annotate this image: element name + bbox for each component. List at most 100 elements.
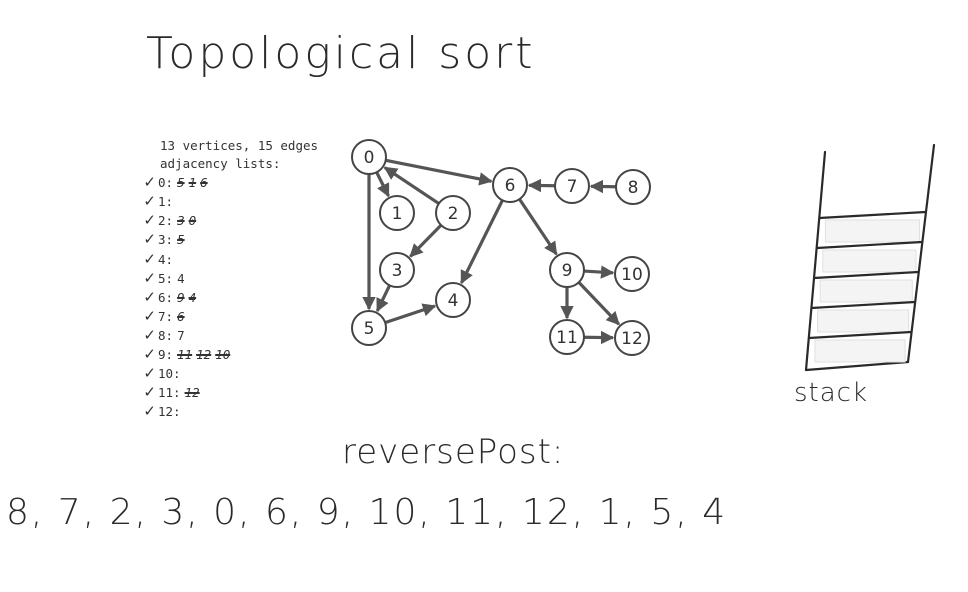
check-mark-icon: ✓ — [143, 268, 156, 287]
adjacency-entry-struck: 1 — [188, 175, 197, 191]
adjacency-row: ✓3:5 — [136, 230, 318, 249]
graph-node-circle — [549, 252, 585, 288]
graph-edge — [375, 171, 390, 198]
graph-node-circle — [379, 195, 415, 231]
graph-node-circle — [492, 167, 528, 203]
graph-node-circle — [614, 256, 650, 292]
adjacency-vertex-label: 9: — [158, 347, 174, 363]
adjacency-entry: 7 — [177, 327, 185, 343]
graph-node: 4 — [435, 282, 471, 318]
check-mark-icon: ✓ — [143, 192, 156, 211]
adjacency-entry-struck: 5 — [177, 232, 185, 248]
check-mark-icon: ✓ — [143, 173, 156, 192]
graph-node-label: 1 — [392, 204, 403, 224]
graph-node-circle — [614, 320, 650, 356]
adjacency-row: ✓5:4 — [136, 269, 318, 288]
adjacency-entry: 4 — [177, 270, 185, 286]
adjacency-row: ✓7:6 — [136, 307, 318, 326]
stack-slot-erased — [822, 249, 917, 273]
check-mark-icon: ✓ — [143, 230, 156, 249]
graph-node: 5 — [351, 310, 387, 346]
graph-node: 6 — [492, 167, 528, 203]
stack-slot-divider — [818, 210, 927, 220]
graph-node-circle — [549, 319, 585, 355]
stack-slot-erased — [819, 279, 913, 303]
graph-node: 0 — [351, 139, 387, 175]
adjacency-header-title: adjacency lists: — [160, 156, 281, 172]
adjacency-entry-struck: 10 — [215, 347, 231, 363]
graph-edges — [362, 158, 621, 345]
stack-slot-divider — [807, 330, 913, 340]
stack-slot-divider — [813, 270, 920, 280]
graph-node-label: 0 — [364, 148, 375, 168]
adjacency-vertex-label: 11: — [158, 385, 181, 401]
graph-node: 8 — [615, 169, 651, 205]
adjacency-entry-struck: 5 — [177, 175, 185, 191]
stack-left-wall — [804, 150, 827, 372]
graph-node: 2 — [435, 195, 471, 231]
graph-node-label: 4 — [448, 291, 459, 311]
reverse-post-sequence: 8, 7, 2, 3, 0, 6, 9, 10, 11, 12, 1, 5, 4 — [6, 492, 728, 533]
check-mark-icon: ✓ — [143, 364, 156, 383]
graph-node-circle — [435, 282, 471, 318]
check-mark-icon: ✓ — [143, 287, 156, 306]
graph-node-label: 3 — [392, 261, 403, 281]
stack-bottom — [804, 360, 910, 372]
graph-node-label: 8 — [628, 178, 639, 198]
graph-node-label: 10 — [621, 265, 643, 285]
graph-node-circle — [351, 310, 387, 346]
stack-slot-erased — [814, 339, 906, 363]
graph-node-circle — [615, 169, 651, 205]
graph-node-circle — [379, 252, 415, 288]
check-mark-icon: ✓ — [143, 249, 156, 268]
graph-node: 12 — [614, 320, 650, 356]
graph-node-label: 12 — [621, 329, 643, 349]
adjacency-entry-struck: 12 — [184, 385, 200, 401]
graph-node-circle — [554, 168, 590, 204]
stack-slot-erased — [824, 219, 920, 243]
graph-node-label: 7 — [567, 177, 578, 197]
adjacency-vertex-label: 10: — [158, 366, 181, 382]
adjacency-entry-struck: 9 — [177, 289, 185, 305]
graph-node: 11 — [549, 319, 585, 355]
check-mark-icon: ✓ — [143, 211, 156, 230]
graph-edge — [375, 284, 392, 313]
graph-edge — [583, 265, 615, 279]
graph-node-label: 6 — [505, 176, 516, 196]
reverse-post-label: reversePost: — [342, 432, 565, 472]
check-mark-icon: ✓ — [143, 345, 156, 364]
adjacency-row: ✓1: — [136, 192, 318, 211]
adjacency-row: ✓8:7 — [136, 326, 318, 345]
graph-node: 10 — [614, 256, 650, 292]
adjacency-vertex-label: 12: — [158, 404, 181, 420]
graph-edge — [385, 158, 493, 186]
adjacency-row: ✓10: — [136, 364, 318, 383]
adjacency-vertex-label: 6: — [158, 289, 174, 305]
graph-node: 1 — [379, 195, 415, 231]
adjacency-row: ✓12: — [136, 402, 318, 421]
adjacency-vertex-label: 5: — [158, 270, 174, 286]
graph-edge — [384, 303, 437, 325]
adjacency-vertex-label: 2: — [158, 213, 174, 229]
adjacency-vertex-label: 1: — [158, 194, 174, 210]
graph-node-label: 11 — [556, 328, 578, 348]
graph-edge — [577, 281, 621, 326]
graph-edge — [409, 224, 443, 258]
graph-node-label: 5 — [364, 319, 375, 339]
adjacency-entry-struck: 12 — [196, 347, 212, 363]
graph-node: 9 — [549, 252, 585, 288]
graph-edge — [518, 198, 558, 256]
stack-slot-divider — [815, 240, 923, 250]
check-mark-icon: ✓ — [143, 383, 156, 402]
adjacency-entry-struck: 0 — [188, 213, 197, 229]
adjacency-vertex-label: 8: — [158, 327, 174, 343]
check-mark-icon: ✓ — [143, 306, 156, 325]
graph-node-label: 2 — [448, 204, 459, 224]
adjacency-entry-struck: 11 — [177, 347, 193, 363]
stack-slot-divider — [810, 300, 916, 310]
